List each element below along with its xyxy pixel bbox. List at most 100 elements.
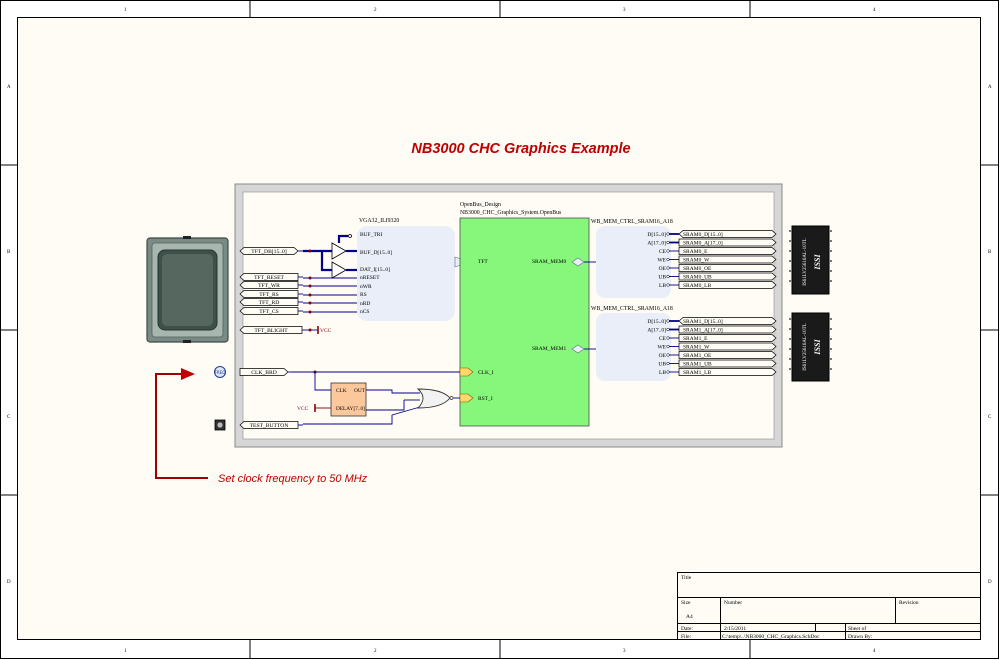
mem_ctrl1-net-2: SRAM1_E [683,336,708,342]
mem_ctrl0-net-port-1 [678,238,777,247]
tb-file-value: C:\temp\..\NB3000_CHC_Graphics.SchDoc [722,634,820,640]
tb-number-label: Number [724,600,742,606]
junction-dots [308,249,317,374]
mem_ctrl0-pin-5: UB [658,275,666,281]
left-port-label-2: TFT_WR [258,283,280,289]
left-port-label-4: TFT_RD [259,300,280,306]
zone-row-b-right: B [988,250,992,255]
chip1-brand: ISSI [813,339,822,356]
zone-row-a-right: A [988,85,992,90]
data-bus-wires [303,234,357,272]
left-port-3: TFT_RS [239,290,303,298]
openbus-pin-sram0: SRAM_MEM0 [532,259,566,265]
zone-col-3-bottom: 3 [623,649,626,654]
tb-size-value: A4 [686,614,693,620]
mem-ctrl0-pins: D[15..0]SRAM0_D[15..0]A[17..0]SRAM0_A[17… [647,230,777,289]
mem_ctrl1-net-port-4 [678,351,777,359]
mem_ctrl0-pin-6: LB [659,283,666,289]
openbus-pin-tft: TFT [478,259,488,265]
zone-col-2-top: 2 [374,8,377,13]
mem_ctrl1-net-4: SRAM1_OE [683,353,712,359]
tb-date-value: 2/15/2011 [724,626,746,632]
mem_ctrl0-pin-4: OE [659,266,667,272]
openbus-sram-ports [571,257,585,354]
sram-chip-0: ISSI IS61LV25616AL-10TL [789,225,832,295]
mem-ctrl1-pins: D[15..0] SRAM1_D[15..0] A[17..0] SRAM1_A[17… [647,317,777,376]
mem-ctrl0-block [596,226,671,298]
vga-pin-nrd: nRD [360,301,370,307]
left-port-5: TFT_CS [239,307,303,315]
mem_ctrl1-net-port-6 [678,368,777,376]
openbus-block [459,217,590,427]
svg-text:FREQ: FREQ [215,370,226,375]
tb-file-label: File: [681,634,692,640]
mem_ctrl0-net-3: SRAM0_W [683,258,710,264]
openbus-title: OpenBus_Design [460,202,501,208]
mem_ctrl1-pin-3: WE [657,345,666,351]
mem_ctrl1-net-6: SRAM1_LB [683,370,711,376]
mem_ctrl1-net-1: SRAM1_A[17..0] [683,328,723,334]
mem_ctrl1-net-port-5 [678,359,777,368]
mem_ctrl1-net-port-2 [678,334,777,342]
zone-col-4-top: 4 [873,8,876,13]
mem_ctrl0-net-4: SRAM0_OE [683,266,712,272]
mem_ctrl1-net-port-3 [678,342,777,351]
tb-drawn-label: Drawn By: [848,634,873,640]
openbus-pin-rst: RST_I [478,396,493,402]
mem_ctrl0-pin-1: A[17..0] [647,241,666,247]
left-port-0: TFT_DB[15..0] [239,247,303,255]
left-port-label-5: TFT_CS [259,309,279,315]
mem_ctrl1-pin-2: CE [659,336,667,342]
mem-ctrl1-block [596,313,671,381]
zone-row-c-right: C [988,415,992,420]
mem_ctrl1-pin-0: D[15..0] [647,319,666,325]
vga-pin-buf-d: BUF_D[15..0] [360,250,392,256]
mem_ctrl1-net-port-0 [678,317,777,325]
arrow-right-icon [155,368,208,479]
title-block-text: Title Size A4 Number Revision Date: 2/15… [681,575,919,640]
mem_ctrl0-net-port-4 [678,264,777,272]
vga-block-pins: BUF_TRI BUF_D[15..0] DAT_I[15..0] nRESET… [360,232,392,315]
title-block [677,572,981,640]
tb-sheet-label: Sheet of [848,625,866,632]
left-port-7: CLK_BRD [239,368,293,376]
vga-block-title: VGA32_ILI9320 [359,218,399,224]
mem_ctrl1-pin-6: LB [659,370,666,376]
mem_ctrl1-pin-5: UB [658,362,666,368]
tb-date-label: Date: [681,626,693,632]
left-port-1: TFT_RESET [239,273,303,281]
mem_ctrl1-pin-4: OE [659,353,667,359]
chip1-part: IS61LV25616AL-10TL [803,323,808,371]
openbus-subtitle: NB3000_CHC_Graphics_System.OpenBus [460,210,562,216]
mem_ctrl0-net-0: SRAM0_D[15..0] [683,232,723,238]
clock-frequency-note: Set clock frequency to 50 MHz [218,473,368,485]
clock-oscillator-icon: FREQ [214,366,226,378]
openbus-pin-sram1: SRAM_MEM1 [532,346,566,352]
openbus-pin-clk: CLK_I [478,370,494,376]
chip0-brand: ISSI [813,254,822,271]
zone-col-1-top: 1 [124,8,127,13]
pushbutton-icon [214,419,226,431]
tb-size-label: Size [681,600,691,606]
mem_ctrl0-net-port-5 [678,272,777,281]
vga-block-body [357,226,455,321]
sram-chip-1: ISSI IS61LV25616AL-10TL [789,312,832,382]
tb-revision-label: Revision [899,600,919,606]
mem_ctrl1-net-0: SRAM1_D[15..0] [683,319,723,325]
left-port-label-8: TEST_BUTTON [250,423,289,429]
or-gate-icon [416,388,451,409]
vcc-label-backlight: VCC [320,328,332,334]
mem-ctrl1-title: WB_MEM_CTRL_SRAM16_A18 [591,306,673,312]
mem_ctrl1-net-3: SRAM1_W [683,345,710,351]
mem_ctrl1-pin-1: A[17..0] [647,328,666,334]
zone-col-3-top: 3 [623,8,626,13]
mem_ctrl0-net-6: SRAM0_LB [683,283,711,289]
vga-pin-ncs: nCS [360,309,369,315]
mem-ctrl0-title: WB_MEM_CTRL_SRAM16_A18 [591,219,673,225]
vga-pin-dat-i: DAT_I[15..0] [360,267,390,273]
lcd-display-icon [146,236,229,343]
zone-labels: 1 2 3 4 1 2 3 4 A B C D A B C D [7,8,992,654]
